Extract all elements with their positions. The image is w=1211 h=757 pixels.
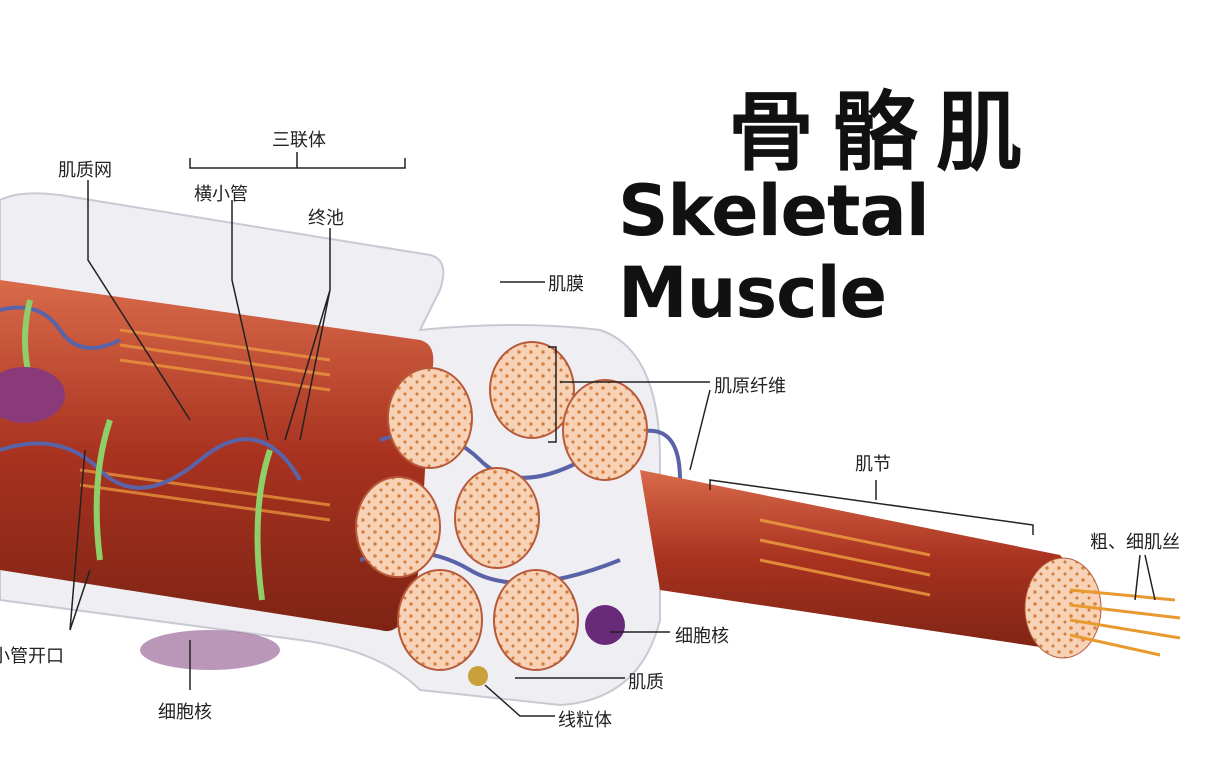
label-sarcoplasmic-reticulum: 肌质网 [58, 160, 112, 181]
filaments [1069, 588, 1181, 657]
label-terminal-cisterna: 终池 [308, 208, 344, 229]
label-nucleus-right: 细胞核 [675, 626, 729, 647]
label-t-tubule: 横小管 [194, 184, 248, 205]
label-myofibril: 肌原纤维 [714, 376, 786, 397]
label-tubule-opening: 小管开口 [0, 646, 64, 667]
label-sarcomere: 肌节 [855, 454, 891, 475]
title-english: Skeletal Muscle [618, 170, 930, 334]
leader-lines [69, 152, 1156, 717]
myofibril-cross-sections [355, 341, 648, 671]
label-sarcoplasm: 肌质 [628, 672, 664, 693]
muscle-fiber-body [0, 280, 434, 632]
label-filaments: 粗、细肌丝 [1090, 532, 1180, 553]
mitochondrion-shape [468, 666, 488, 686]
label-sarcolemma: 肌膜 [548, 274, 584, 295]
nucleus-left [0, 367, 65, 423]
nucleus-bottom-shape [140, 630, 280, 670]
label-nucleus-bottom: 细胞核 [158, 702, 212, 723]
label-triad: 三联体 [272, 130, 326, 151]
title-chinese: 骨骼肌 [728, 83, 1040, 183]
nucleus-right-shape [585, 605, 625, 645]
label-mitochondrion: 线粒体 [558, 710, 612, 731]
